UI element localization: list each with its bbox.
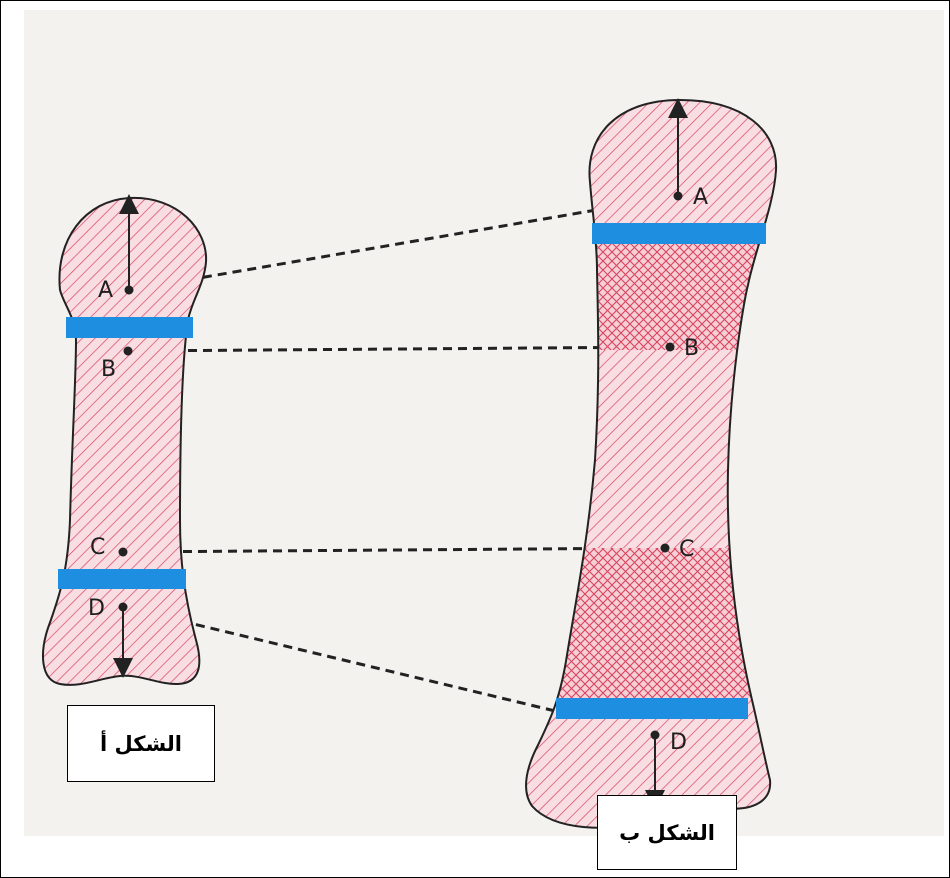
bone-b-label-d: D	[670, 730, 687, 755]
bone-a-growth-plate-top	[66, 317, 193, 338]
bone-a-label-a: A	[98, 278, 113, 303]
bone-b-label-a: A	[693, 185, 708, 210]
bone-a-label-d: D	[88, 596, 105, 621]
bone-b-label-c: C	[679, 537, 694, 562]
bone-b-label-b: B	[684, 336, 699, 361]
caption-figure-a-text: الشكل أ	[100, 732, 182, 756]
bone-a-point-b	[124, 347, 133, 356]
bone-a-point-d	[119, 603, 128, 612]
bone-b-point-b	[666, 343, 675, 352]
bone-b-point-c	[661, 544, 670, 553]
bone-a-label-c: C	[90, 535, 105, 560]
caption-figure-a: الشكل أ	[67, 705, 215, 782]
bone-a-growth-plate-bottom	[58, 569, 186, 589]
bone-a-label-b: B	[101, 357, 116, 382]
bone-a-shape	[43, 198, 206, 685]
connector-b	[128, 347, 670, 351]
bone-a-point-a	[125, 286, 134, 295]
bone-b-point-a	[674, 192, 683, 201]
bone-b: A B C D	[520, 100, 800, 828]
caption-figure-b: الشكل ب	[597, 795, 737, 870]
bone-b-point-d	[651, 731, 660, 740]
bone-b-new-growth-lower	[520, 548, 780, 698]
bone-b-growth-plate-bottom	[556, 698, 748, 719]
bone-a: A B C D	[43, 198, 206, 685]
caption-figure-b-text: الشكل ب	[619, 821, 715, 845]
bone-a-point-c	[119, 548, 128, 557]
bone-b-growth-plate-top	[592, 223, 766, 244]
